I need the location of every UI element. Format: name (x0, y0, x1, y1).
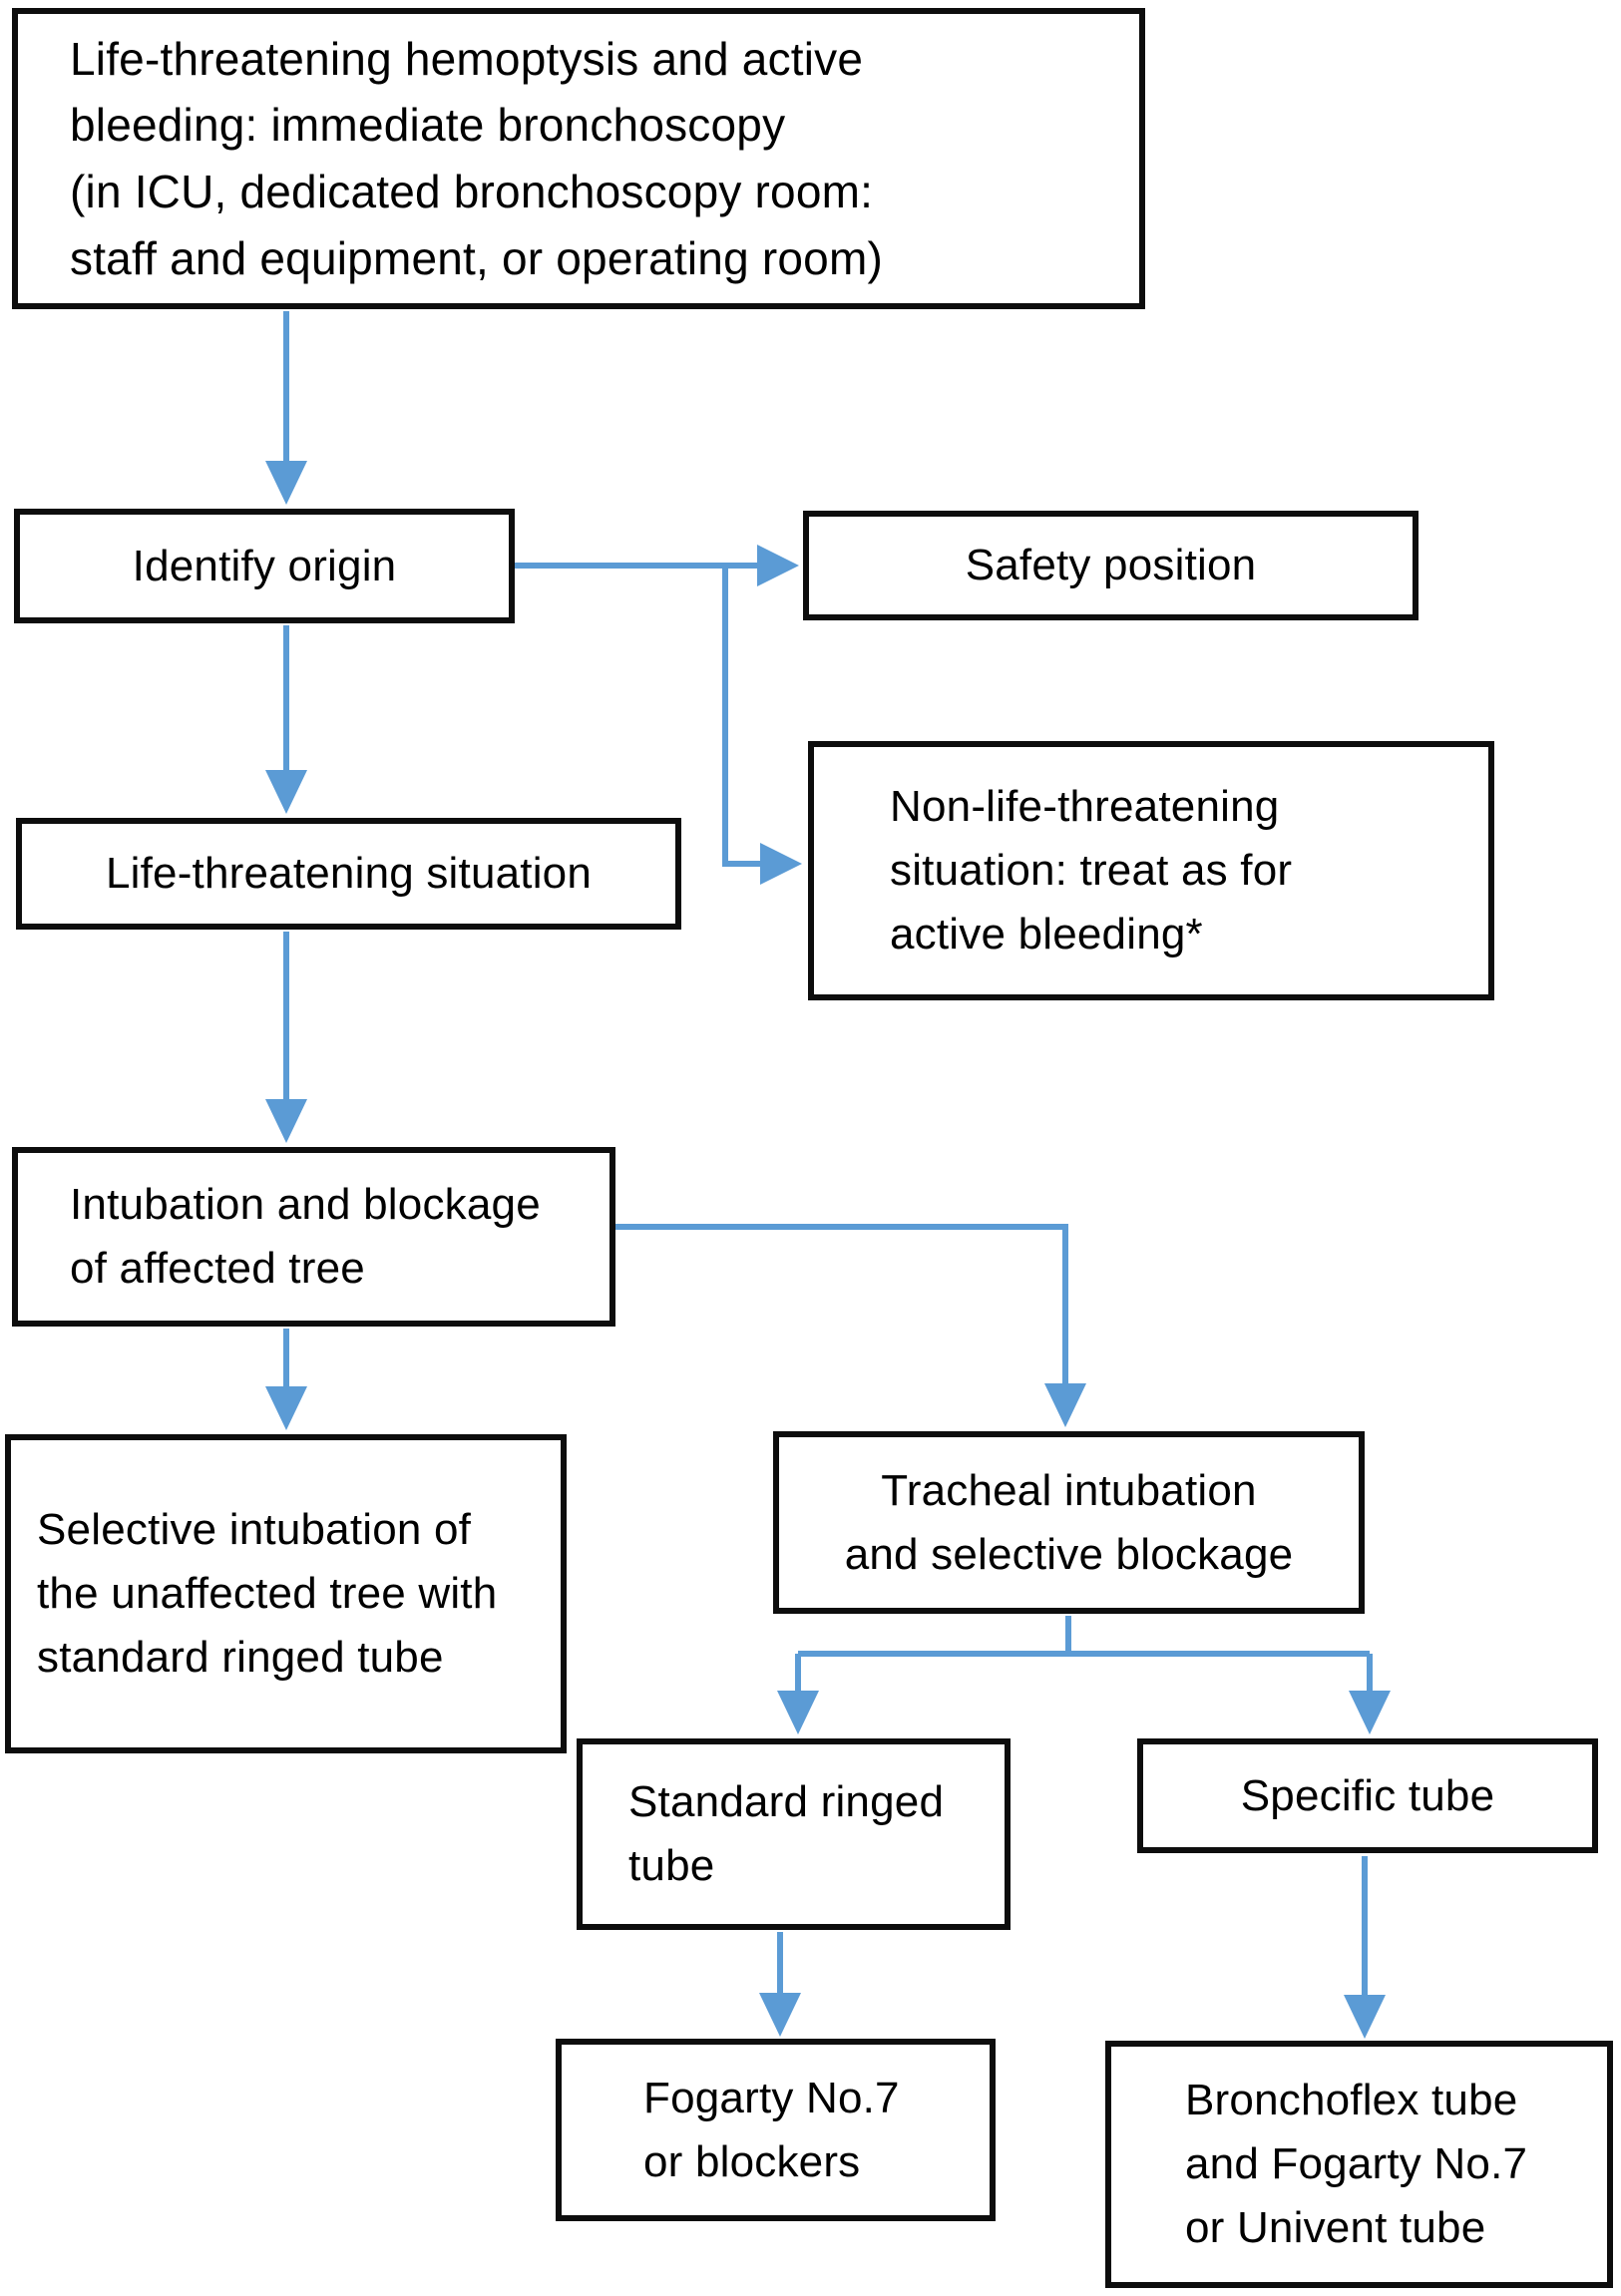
node-life-threatening: Life-threatening situation (16, 818, 681, 930)
connector-intubation-blockage-to-selective-intubation (265, 1329, 307, 1430)
connector-standard-ringed-to-fogarty (759, 1932, 801, 2037)
connector-line (722, 566, 760, 867)
connector-identify-origin-to-life-threatening (265, 625, 307, 814)
node-identify-origin: Identify origin (14, 509, 515, 623)
node-safety-position: Safety position (803, 511, 1418, 620)
arrowhead-down-icon (759, 1993, 801, 2037)
node-start: Life-threatening hemoptysis and active b… (12, 8, 1145, 309)
arrowhead-down-icon (1044, 1383, 1086, 1427)
connector-identify-origin-to-safety-position (515, 545, 799, 586)
node-intubation-blockage: Intubation and blockage of affected tree (12, 1147, 615, 1327)
connector-intubation-blockage-to-tracheal-intubation (615, 1224, 1086, 1427)
connector-tracheal-intubation-split (777, 1616, 1391, 1734)
arrowhead-down-icon (1349, 1691, 1391, 1734)
arrowhead-right-icon (757, 545, 799, 586)
node-standard-ringed-tube: Standard ringed tube (577, 1738, 1011, 1930)
arrowhead-down-icon (777, 1691, 819, 1734)
arrowhead-right-icon (760, 843, 802, 885)
arrowhead-down-icon (265, 461, 307, 505)
node-non-life-threatening: Non-life-threatening situation: treat as… (808, 741, 1494, 1000)
node-fogarty: Fogarty No.7 or blockers (556, 2039, 996, 2221)
arrowhead-down-icon (265, 770, 307, 814)
connector-specific-tube-to-bronchoflex (1344, 1856, 1386, 2039)
arrowhead-down-icon (1344, 1995, 1386, 2039)
connector-identify-origin-to-non-life-threatening (722, 566, 802, 885)
node-tracheal-intubation: Tracheal intubation and selective blocka… (773, 1431, 1365, 1614)
arrowhead-down-icon (265, 1099, 307, 1143)
connector-line (615, 1224, 1068, 1383)
connector-line (795, 1616, 1373, 1691)
arrowhead-down-icon (265, 1386, 307, 1430)
connector-start-to-identify-origin (265, 311, 307, 505)
node-bronchoflex: Bronchoflex tube and Fogarty No.7 or Uni… (1105, 2041, 1613, 2288)
node-specific-tube: Specific tube (1137, 1738, 1598, 1853)
node-selective-intubation: Selective intubation of the unaffected t… (5, 1434, 567, 1753)
connector-life-threatening-to-intubation-blockage (265, 932, 307, 1143)
